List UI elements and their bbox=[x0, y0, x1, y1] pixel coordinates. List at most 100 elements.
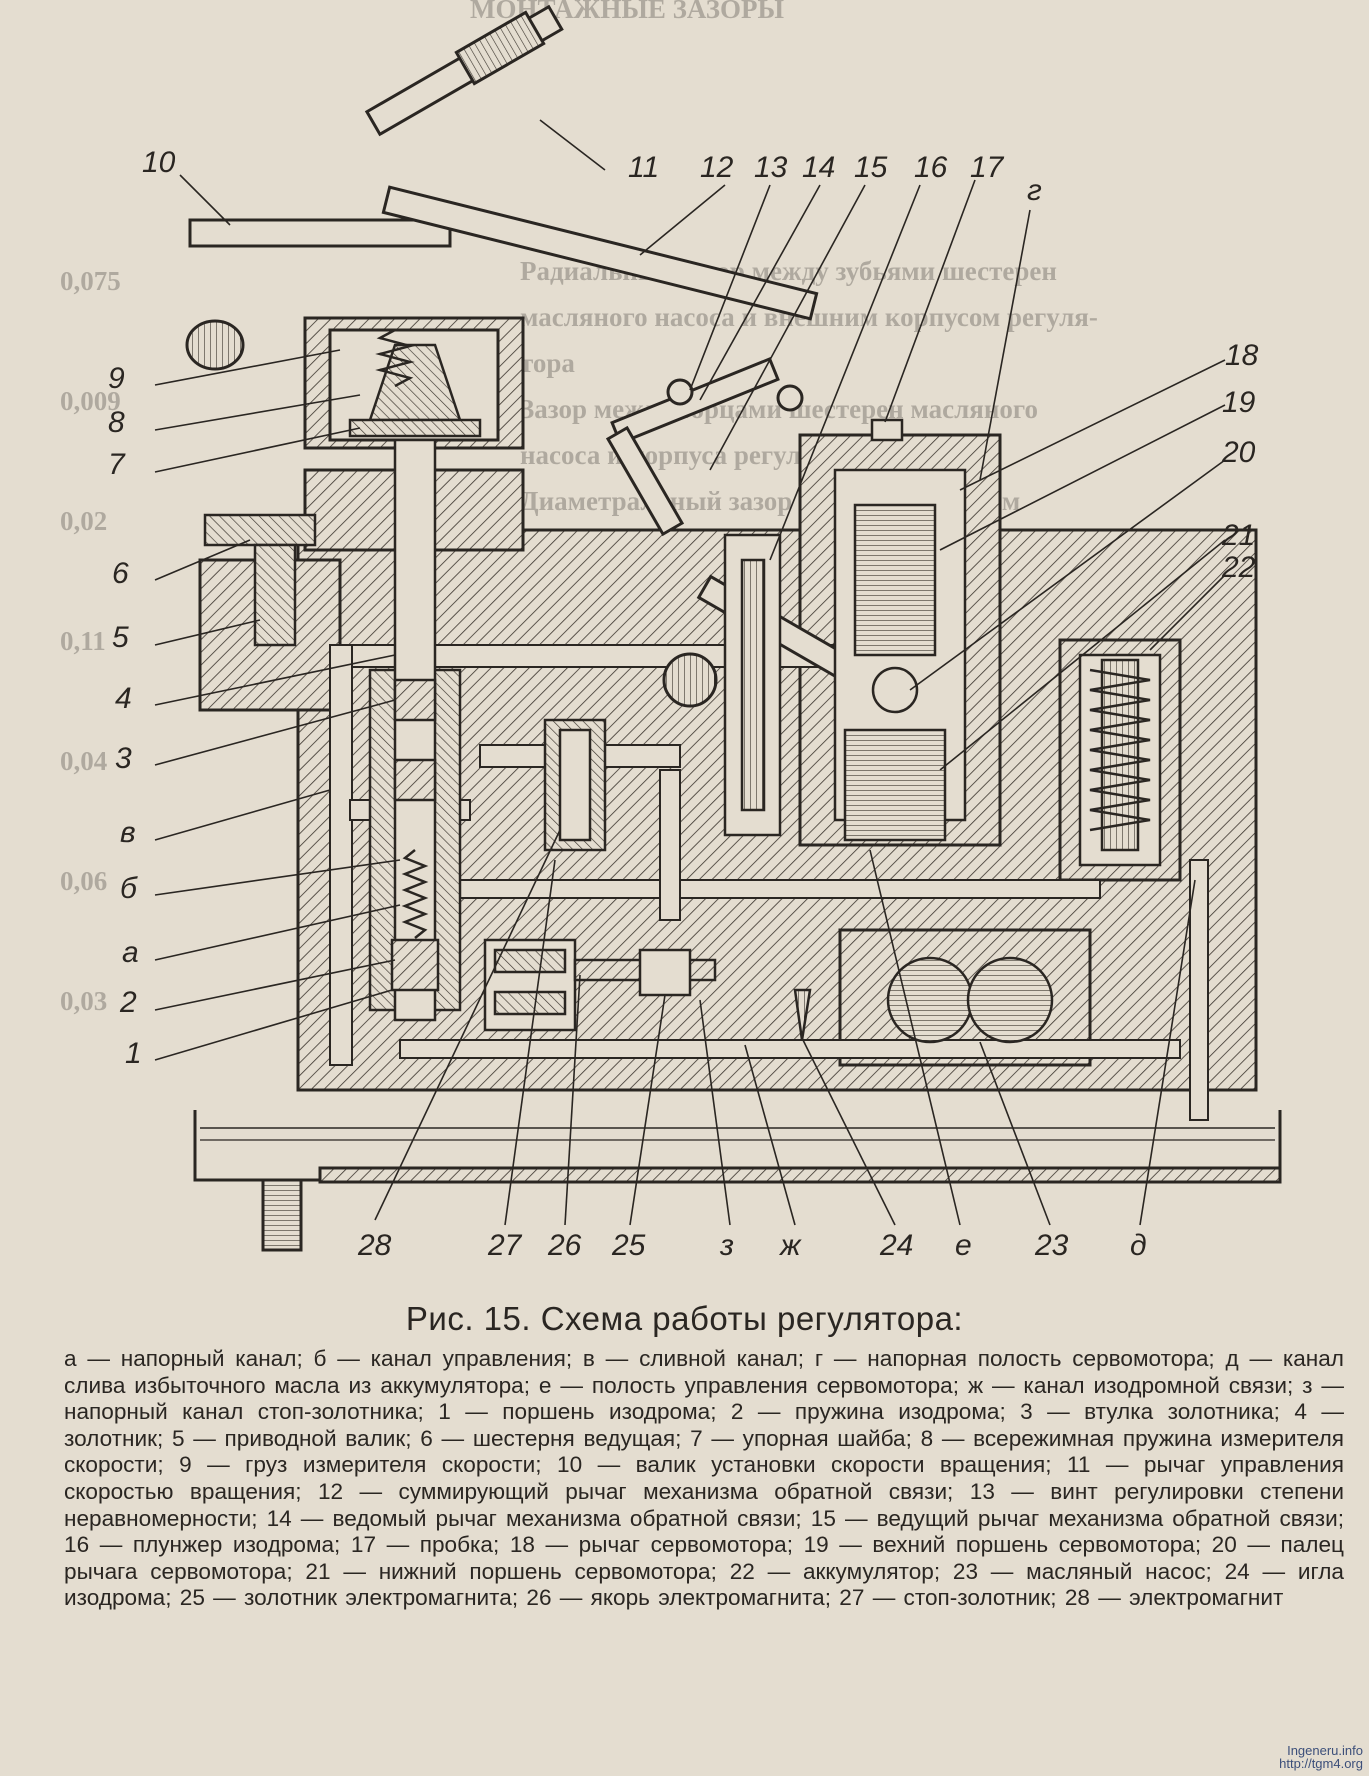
legend-item: 9 — груз измерителя скорости; bbox=[179, 1452, 557, 1478]
label-26: 26 bbox=[547, 1229, 582, 1262]
label-6: 6 bbox=[112, 557, 129, 590]
oil-sump bbox=[193, 1110, 1282, 1252]
drive-gear bbox=[203, 513, 317, 547]
label-d: д bbox=[1130, 1229, 1147, 1262]
accumulator-spring bbox=[1089, 668, 1151, 832]
channel-bottom bbox=[399, 1039, 1181, 1059]
legend-item: 26 — якорь электромагнита; bbox=[526, 1585, 840, 1611]
spool-land-2 bbox=[393, 758, 437, 802]
label-16: 16 bbox=[914, 151, 948, 184]
pump-gear-left bbox=[886, 956, 974, 1044]
legend-item: д — канал слива избыточного масла из акк… bbox=[64, 1346, 1344, 1398]
label-17: 17 bbox=[970, 151, 1005, 184]
legend-item: 14 — ведомый рычаг механизма обратной св… bbox=[266, 1505, 811, 1531]
regulator-schematic: МОНТАЖНЫЕ ЗАЗОРЫ Радиальный зазор между … bbox=[60, 0, 1282, 1262]
label-14: 14 bbox=[802, 151, 835, 184]
spool-assembly bbox=[368, 438, 462, 1022]
isodrome-plunger-rod bbox=[740, 558, 766, 812]
label-21: 21 bbox=[1221, 519, 1255, 552]
label-9: 9 bbox=[108, 362, 125, 395]
isodrome-needle bbox=[793, 988, 812, 1041]
label-19: 19 bbox=[1222, 386, 1256, 419]
label-v: в bbox=[120, 816, 136, 849]
spool-land-1 bbox=[393, 678, 437, 722]
servo-upper-piston bbox=[853, 503, 937, 657]
magnet-spool bbox=[638, 948, 692, 997]
legend-item: а — напорный канал; bbox=[64, 1346, 314, 1371]
servo-plug bbox=[870, 418, 904, 442]
leader-lines bbox=[154, 119, 1226, 1226]
magnet-coil-lower bbox=[493, 990, 567, 1016]
legend-item: б — канал управления; bbox=[313, 1346, 583, 1371]
legend-item: 27 — стоп-золотник; bbox=[839, 1585, 1065, 1611]
isodrome-piston bbox=[390, 938, 440, 992]
servomotor bbox=[723, 418, 967, 842]
label-24: 24 bbox=[879, 1229, 913, 1262]
label-zh: ж bbox=[778, 1229, 802, 1262]
legend-item: 2 — пружина изодрома; bbox=[730, 1399, 1021, 1425]
legend-item: ж — канал изодромной связи; bbox=[967, 1372, 1303, 1398]
stop-valve-group bbox=[483, 718, 812, 1041]
channel-lower bbox=[399, 879, 1101, 899]
speed-shaft-end bbox=[185, 319, 245, 371]
watermark: Ingeneru.info http://tgm4.org bbox=[1279, 1744, 1363, 1770]
legend-item: 3 — втулка золотника; bbox=[1020, 1399, 1295, 1425]
label-12: 12 bbox=[700, 151, 734, 184]
label-22: 22 bbox=[1221, 551, 1256, 584]
legend-item: 20 — палец рычага сервомотора; bbox=[64, 1532, 1345, 1584]
label-g: г bbox=[1027, 174, 1042, 207]
legend-item: 16 — плунжер изодрома; bbox=[64, 1532, 351, 1558]
bleed-number: 0,009 bbox=[60, 386, 121, 416]
bleed-number: 0,06 bbox=[60, 866, 107, 896]
label-11: 11 bbox=[628, 151, 659, 184]
label-25: 25 bbox=[611, 1229, 646, 1262]
label-10: 10 bbox=[142, 146, 176, 179]
figure-caption: Рис. 15. Схема работы регулятора: bbox=[405, 1300, 964, 1337]
legend-item: 25 — золотник электромагнита; bbox=[179, 1585, 527, 1611]
figure-legend: а — напорный канал; б — канал управления… bbox=[64, 1346, 1344, 1612]
bleed-number: 0,04 bbox=[60, 746, 107, 776]
sump-base bbox=[318, 1166, 1282, 1184]
channel-left-vertical bbox=[329, 644, 353, 1066]
label-18: 18 bbox=[1225, 339, 1259, 372]
legend-item: 10 — валик установки скорости вращения; bbox=[557, 1452, 1067, 1478]
legend-item: 12 — суммирующий рычаг механизма обратно… bbox=[317, 1478, 970, 1504]
label-b: б bbox=[120, 872, 138, 905]
servo-shaft-end bbox=[662, 652, 718, 708]
watermark-line-2: http://tgm4.org bbox=[1279, 1756, 1363, 1771]
legend-item: в — сливной канал; bbox=[582, 1346, 815, 1371]
bleed-line: тора bbox=[520, 348, 575, 378]
label-23: 23 bbox=[1034, 1229, 1069, 1262]
label-15: 15 bbox=[854, 151, 888, 184]
legend-item: 13 — винт регулировки степени неравномер… bbox=[64, 1478, 1344, 1531]
legend-item: 23 — масляный насос; bbox=[952, 1558, 1225, 1584]
oil-pump bbox=[886, 956, 1054, 1044]
channel-servo-vertical bbox=[659, 769, 681, 921]
pump-gear-right bbox=[966, 956, 1054, 1044]
legend-item: 15 — ведущий рычаг механизма обратной св… bbox=[810, 1505, 1345, 1531]
summing-lever bbox=[381, 185, 819, 321]
legend-item: е — полость управления сервомотора; bbox=[538, 1372, 968, 1398]
label-4: 4 bbox=[115, 682, 132, 715]
adjust-screw bbox=[666, 378, 694, 406]
label-8: 8 bbox=[108, 406, 125, 439]
label-7: 7 bbox=[108, 448, 126, 481]
legend-item: 24 — игла изодрома; bbox=[64, 1558, 1345, 1611]
bleed-number: 0,02 bbox=[60, 506, 107, 536]
legend-item: 5 — приводной валик; bbox=[171, 1425, 421, 1451]
label-20: 20 bbox=[1221, 436, 1256, 469]
bleed-number: 0,075 bbox=[60, 266, 121, 296]
legend-item: 6 — шестерня ведущая; bbox=[420, 1425, 691, 1451]
legend-item: 8 — всережимная пружина измерителя скоро… bbox=[64, 1425, 1344, 1478]
legend-item: з — напорный канал стоп-золотника; bbox=[64, 1372, 1344, 1425]
label-e: е bbox=[955, 1229, 972, 1262]
bleed-number: 0,11 bbox=[60, 626, 106, 656]
legend-item: 17 — пробка; bbox=[350, 1532, 510, 1558]
stop-valve-spool bbox=[558, 728, 592, 842]
lever-pin bbox=[776, 384, 804, 412]
legend-item: 18 — рычаг сервомотора; bbox=[509, 1532, 804, 1558]
drive-shaft bbox=[253, 543, 297, 647]
thrust-washer bbox=[348, 418, 482, 438]
label-1: 1 bbox=[125, 1037, 142, 1070]
label-28: 28 bbox=[357, 1229, 392, 1262]
